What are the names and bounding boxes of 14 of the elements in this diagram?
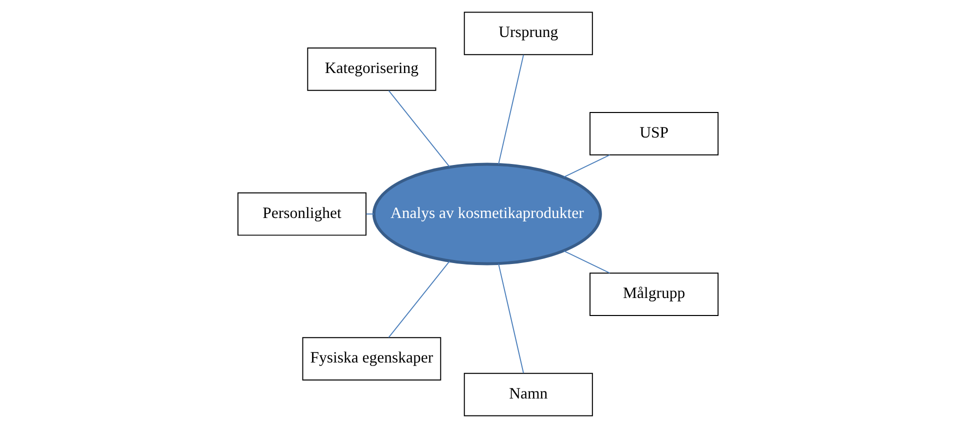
node-box: Målgrupp: [589, 272, 718, 316]
node-box: USP: [589, 112, 718, 156]
connector: [562, 154, 610, 178]
node-ellipse: Analys av kosmetikaprodukter: [372, 162, 602, 266]
connector: [388, 260, 450, 338]
connector: [498, 54, 524, 165]
connector: [562, 250, 610, 274]
connector: [388, 90, 450, 168]
node-box: Ursprung: [463, 12, 592, 56]
node-box: Personlighet: [236, 192, 366, 236]
node-box: Fysiska egenskaper: [302, 337, 441, 380]
connector: [498, 263, 524, 374]
node-box: Namn: [463, 372, 592, 416]
node-box: Kategorisering: [306, 48, 436, 91]
